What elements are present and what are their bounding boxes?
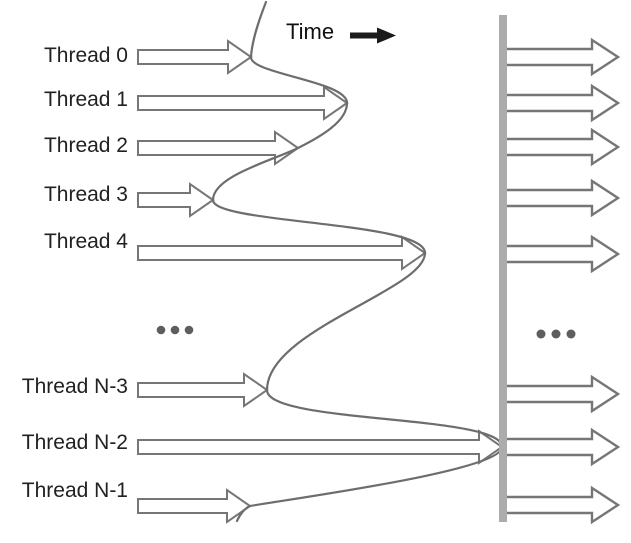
thread-arrow-after-barrier [507, 234, 621, 274]
ellipsis-dots-right [536, 329, 576, 339]
thread-arrow-before-barrier [137, 130, 300, 166]
thread-arrow-after-barrier [507, 37, 621, 77]
ellipsis-dots-left [156, 325, 194, 335]
thread-arrow-before-barrier [137, 39, 253, 75]
dot [566, 329, 576, 339]
dot [536, 329, 546, 339]
dot [551, 329, 561, 339]
thread-label: Thread N-1 [21, 479, 128, 502]
thread-arrow-after-barrier [507, 374, 621, 414]
dot [170, 325, 180, 335]
dot [156, 325, 166, 335]
thread-label: Thread 0 [43, 44, 128, 67]
thread-arrow-before-barrier [137, 372, 269, 408]
thread-arrow-after-barrier [507, 427, 621, 467]
thread-arrow-before-barrier [137, 235, 427, 271]
thread-arrow-before-barrier [137, 85, 349, 121]
dot [184, 325, 194, 335]
thread-label: Thread 1 [43, 88, 128, 111]
thread-arrow-after-barrier [507, 83, 621, 123]
thread-label: Thread 3 [43, 183, 128, 206]
barrier-arrival-curve [211, 0, 504, 523]
thread-label: Thread 2 [43, 134, 128, 157]
thread-arrow-before-barrier [137, 182, 215, 218]
arrows-after-barrier [507, 37, 621, 525]
thread-label: Thread N-2 [21, 431, 128, 454]
time-direction-arrow [350, 27, 396, 44]
time-label: Time [286, 19, 335, 44]
thread-arrow-before-barrier [137, 429, 504, 465]
thread-arrow-after-barrier [507, 178, 621, 218]
thread-arrow-before-barrier [137, 488, 252, 524]
thread-label: Thread N-3 [21, 375, 128, 398]
thread-label: Thread 4 [43, 230, 128, 253]
thread-arrow-after-barrier [507, 485, 621, 525]
barrier-line [499, 15, 507, 522]
thread-arrow-after-barrier [507, 127, 621, 167]
arrows-before-barrier [137, 39, 504, 524]
